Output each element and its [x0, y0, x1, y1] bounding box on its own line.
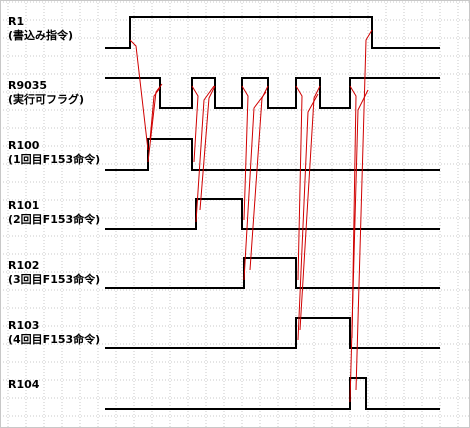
waveform-r100: [105, 138, 440, 171]
timing-arrow: [243, 91, 267, 281]
timing-arrow: [191, 85, 199, 163]
timing-arrow: [195, 85, 215, 223]
timing-arrow: [297, 93, 319, 341]
signal-desc: (書込み指令): [8, 29, 74, 42]
signal-desc: (4回目F153命令): [8, 333, 101, 346]
timing-arrow: [295, 85, 303, 281]
signal-desc: (実行可フラグ): [8, 93, 85, 106]
timing-arrow: [249, 85, 269, 271]
signal-desc: (3回目F153命令): [8, 273, 101, 286]
timing-arrow: [147, 83, 163, 163]
signal-label-r102: R102 (3回目F153命令): [8, 259, 100, 287]
signal-label-r100: R100 (1回目F153命令): [8, 139, 100, 167]
waveforms: [105, 16, 440, 410]
signal-label-r101: R101 (2回目F153命令): [8, 199, 100, 227]
waveform-r101: [105, 198, 440, 230]
signal-label-r9035: R9035 (実行可フラグ): [8, 79, 84, 107]
signal-label-r1: R1 (書込み指令): [8, 15, 73, 43]
signal-desc: (2回目F153命令): [8, 213, 101, 226]
timing-arrow: [349, 85, 357, 339]
waveform-r102: [105, 257, 440, 289]
signal-label-r103: R103 (4回目F153命令): [8, 319, 100, 347]
timing-arrow: [355, 29, 373, 391]
timing-arrow: [129, 39, 149, 151]
timing-arrow: [241, 85, 249, 221]
signal-name: R103: [8, 319, 40, 332]
timing-arrows: [129, 29, 373, 403]
timing-arrow: [349, 89, 369, 403]
timing-arrow: [149, 87, 161, 141]
signal-desc: (1回目F153命令): [8, 153, 101, 166]
waveform-r103: [105, 317, 440, 349]
signal-name: R1: [8, 15, 25, 28]
waveform-r104: [105, 377, 440, 410]
signal-name: R102: [8, 259, 40, 272]
signal-name: R100: [8, 139, 40, 152]
waveform-r9035: [105, 77, 440, 109]
signal-name: R101: [8, 199, 40, 212]
signal-name: R104: [8, 378, 40, 391]
signal-label-r104: R104: [8, 378, 39, 392]
timing-arrow: [299, 85, 321, 331]
waveform-r1: [105, 16, 440, 49]
timing-arrow: [199, 85, 216, 211]
signal-name: R9035: [8, 79, 48, 92]
